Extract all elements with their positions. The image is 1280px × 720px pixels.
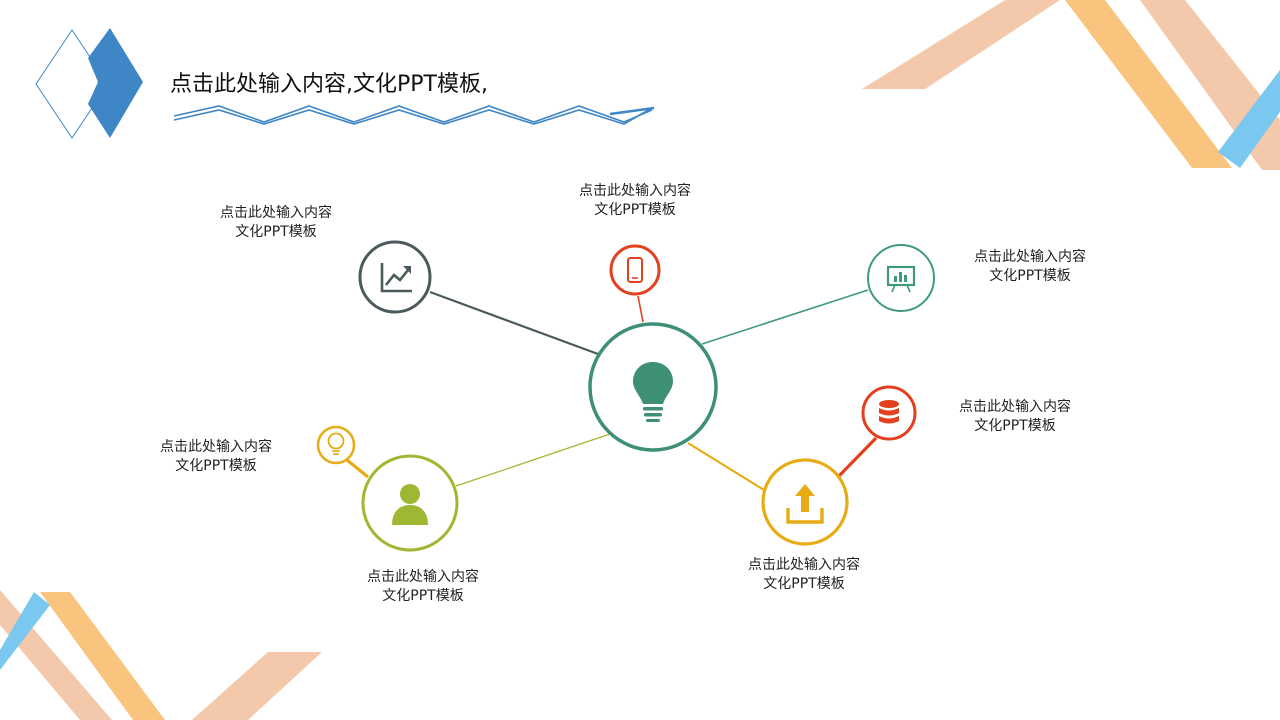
connector-chart: [429, 290, 599, 356]
connectors: [345, 289, 878, 491]
label-idea-line2: 文化PPT模板: [175, 458, 257, 474]
wave-tail: [609, 106, 655, 116]
title-wave-underline: [173, 105, 655, 125]
upload-node[interactable]: [761, 458, 849, 546]
label-board-line1: 点击此处输入内容: [974, 249, 1086, 265]
lightbulb-speech-icon: [327, 432, 345, 455]
stripe-orange-left: [40, 592, 165, 720]
user-node[interactable]: [361, 454, 459, 552]
phone-node-circle: [609, 244, 661, 296]
database-node[interactable]: [861, 385, 917, 441]
smartphone-icon: [627, 257, 643, 283]
corner-stripes-top-right: [862, 0, 1280, 170]
label-database-line2: 文化PPT模板: [974, 418, 1056, 434]
label-database: 点击此处输入内容 文化PPT模板: [925, 398, 1105, 436]
label-user: 点击此处输入内容 文化PPT模板: [333, 568, 513, 606]
idea-node-circle: [316, 425, 356, 465]
upload-icon: [786, 484, 824, 524]
stripe-peach-wide: [862, 0, 1060, 89]
corner-stripes-bottom-left: [0, 590, 322, 720]
connector-database: [836, 436, 878, 479]
label-board-line2: 文化PPT模板: [989, 268, 1071, 284]
diamond-outline: [35, 29, 109, 139]
wave-line-1: [173, 105, 653, 123]
chart-node[interactable]: [358, 240, 432, 314]
connector-idea: [345, 458, 370, 479]
label-phone-line2: 文化PPT模板: [594, 202, 676, 218]
label-idea-line1: 点击此处输入内容: [160, 439, 272, 455]
database-icon: [879, 400, 899, 424]
stripe-orange: [1065, 0, 1232, 168]
label-phone-line1: 点击此处输入内容: [579, 183, 691, 199]
label-idea: 点击此处输入内容 文化PPT模板: [126, 438, 306, 476]
label-board: 点击此处输入内容 文化PPT模板: [940, 248, 1120, 286]
stripe-sky-left: [0, 592, 50, 670]
label-database-line1: 点击此处输入内容: [959, 399, 1071, 415]
label-phone: 点击此处输入内容 文化PPT模板: [545, 182, 725, 220]
wave-line-2: [173, 107, 653, 125]
idea-node[interactable]: [316, 425, 356, 465]
label-user-line2: 文化PPT模板: [382, 588, 464, 604]
stripe-sky: [1218, 70, 1280, 168]
label-user-line1: 点击此处输入内容: [367, 569, 479, 585]
board-node[interactable]: [867, 244, 935, 312]
presentation-board-icon: [886, 265, 916, 293]
stripe-peach-bottom: [192, 652, 322, 720]
connector-phone: [637, 295, 644, 323]
label-upload-line1: 点击此处输入内容: [748, 557, 860, 573]
label-upload-line2: 文化PPT模板: [763, 576, 845, 592]
center-node: [588, 322, 718, 452]
label-chart-line1: 点击此处输入内容: [220, 205, 332, 221]
phone-node[interactable]: [609, 244, 661, 296]
diamond-solid: [88, 28, 143, 138]
user-icon: [392, 484, 428, 525]
label-chart-line2: 文化PPT模板: [235, 224, 317, 240]
trend-chart-icon: [380, 263, 412, 293]
label-upload: 点击此处输入内容 文化PPT模板: [714, 556, 894, 594]
lightbulb-icon: [633, 362, 673, 422]
connector-board: [701, 289, 869, 345]
diamond-logo: [35, 28, 143, 139]
slide-title: 点击此处输入内容,文化PPT模板,: [170, 72, 488, 97]
connector-user: [455, 433, 611, 487]
label-chart: 点击此处输入内容 文化PPT模板: [186, 204, 366, 242]
connector-upload: [687, 442, 765, 491]
